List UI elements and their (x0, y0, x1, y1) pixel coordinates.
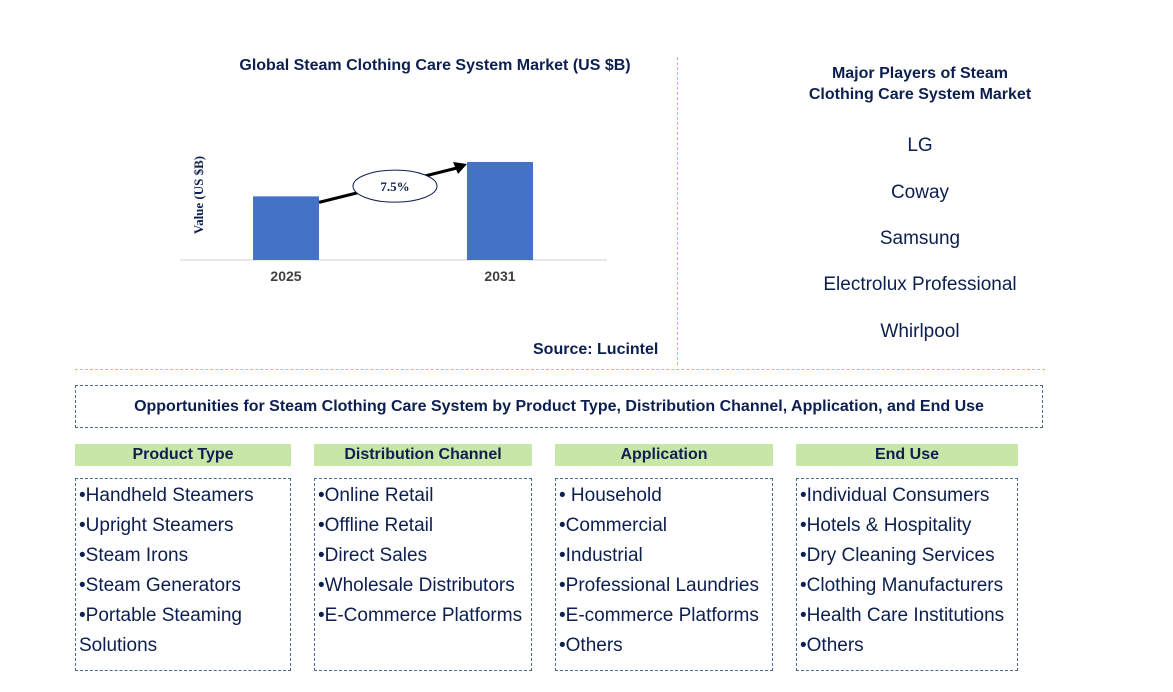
list-item: Upright Steamers (79, 511, 290, 541)
list-item: Industrial (559, 541, 772, 571)
list-item: E-Commerce Platforms (318, 601, 531, 631)
players-title-line2: Clothing Care System Market (808, 86, 1032, 103)
opportunities-banner: Opportunities for Steam Clothing Care Sy… (75, 385, 1043, 428)
vertical-divider (677, 57, 678, 365)
list-item: E-commerce Platforms (559, 601, 772, 631)
list-item: Others (800, 631, 1017, 661)
list-item: Portable Steaming Solutions (79, 601, 290, 661)
player-item: Coway (890, 182, 950, 203)
x-tick-label: 2025 (270, 268, 301, 284)
segment-header-product-type: Product Type (75, 444, 291, 466)
player-item: LG (907, 135, 933, 156)
list-item: Others (559, 631, 772, 661)
player-item: Whirlpool (880, 321, 960, 342)
list-item: Commercial (559, 511, 772, 541)
segment-list-distribution-channel: Online Retail Offline Retail Direct Sale… (314, 478, 532, 671)
player-item: Electrolux Professional (823, 274, 1017, 295)
growth-arrowhead (453, 162, 467, 174)
players-title-line1: Major Players of Steam (831, 65, 1009, 82)
bar-chart: Value (US $B) 2025 2031 7.5% (180, 156, 607, 284)
y-axis-label: Value (US $B) (191, 156, 206, 234)
list-item: Clothing Manufacturers (800, 571, 1017, 601)
players-title: Major Players of Steam Clothing Care Sys… (780, 63, 1060, 105)
segment-header-end-use: End Use (796, 444, 1018, 466)
segment-list-product-type: Handheld Steamers Upright Steamers Steam… (75, 478, 291, 671)
x-tick-label: 2031 (484, 268, 515, 284)
segment-header-distribution-channel: Distribution Channel (314, 444, 532, 466)
list-item: Steam Irons (79, 541, 290, 571)
list-item: Handheld Steamers (79, 481, 290, 511)
source-label: Source: Lucintel (533, 341, 659, 358)
player-item: Samsung (879, 228, 961, 249)
segment-list-end-use: Individual Consumers Hotels & Hospitalit… (796, 478, 1018, 671)
bar-2025 (253, 196, 319, 260)
cagr-ellipse (352, 169, 438, 203)
opportunities-title: Opportunities for Steam Clothing Care Sy… (134, 397, 984, 415)
segment-list-application: Household Commercial Industrial Professi… (555, 478, 773, 671)
list-item: Wholesale Distributors (318, 571, 531, 601)
list-item: Individual Consumers (800, 481, 1017, 511)
list-item: Professional Laundries (559, 571, 772, 601)
list-item: Direct Sales (318, 541, 531, 571)
list-item: Online Retail (318, 481, 531, 511)
cagr-label: 7.5% (380, 179, 409, 194)
list-item: Health Care Institutions (800, 601, 1017, 631)
list-item: Household (559, 481, 772, 511)
horizontal-divider (75, 369, 1045, 370)
list-item: Steam Generators (79, 571, 290, 601)
list-item: Dry Cleaning Services (800, 541, 1017, 571)
chart-title: Global Steam Clothing Care System Market… (239, 57, 631, 74)
list-item: Hotels & Hospitality (800, 511, 1017, 541)
segment-header-application: Application (555, 444, 773, 466)
list-item: Offline Retail (318, 511, 531, 541)
bar-2031 (467, 162, 533, 260)
